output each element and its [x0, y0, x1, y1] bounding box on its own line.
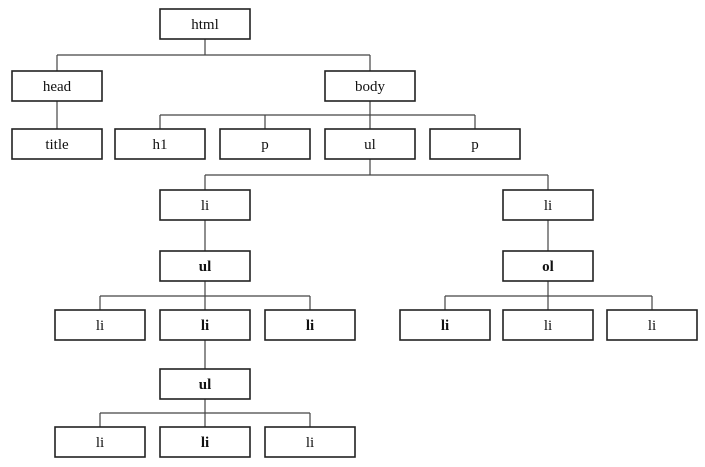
node-li-d1: li [399, 309, 491, 341]
node-box [159, 8, 251, 40]
node-ul3: ul [159, 368, 251, 400]
node-box [159, 368, 251, 400]
node-box [606, 309, 698, 341]
node-box [159, 426, 251, 458]
node-li-e2: li [159, 426, 251, 458]
node-box [264, 426, 356, 458]
node-label: li [201, 435, 209, 451]
node-label: li [201, 318, 209, 334]
node-li-c2: li [159, 309, 251, 341]
node-label: h1 [153, 137, 168, 153]
node-box [264, 309, 356, 341]
tree-edges [56, 39, 653, 427]
node-label: li [441, 318, 449, 334]
node-label: li [96, 435, 104, 451]
node-box [324, 70, 416, 102]
node-box [324, 128, 416, 160]
node-box [11, 70, 103, 102]
node-box [502, 250, 594, 282]
node-label: li [648, 318, 656, 334]
node-label: p [471, 137, 479, 153]
node-label: li [544, 198, 552, 214]
node-li-e3: li [264, 426, 356, 458]
node-label: html [191, 17, 219, 33]
node-ul2: ul [159, 250, 251, 282]
node-label: li [96, 318, 104, 334]
node-label: li [544, 318, 552, 334]
node-p2: p [429, 128, 521, 160]
node-li-e1: li [54, 426, 146, 458]
node-label: head [43, 79, 72, 95]
node-label: body [355, 79, 386, 95]
node-box [219, 128, 311, 160]
node-li-d3: li [606, 309, 698, 341]
node-box [159, 250, 251, 282]
node-box [502, 309, 594, 341]
node-label: p [261, 137, 269, 153]
node-li-b: li [502, 189, 594, 221]
node-li-a: li [159, 189, 251, 221]
node-html: html [159, 8, 251, 40]
node-label: li [201, 198, 209, 214]
node-box [114, 128, 206, 160]
node-box [399, 309, 491, 341]
node-p1: p [219, 128, 311, 160]
node-box [54, 426, 146, 458]
node-title: title [11, 128, 103, 160]
node-label: li [306, 435, 314, 451]
node-box [11, 128, 103, 160]
node-li-c3: li [264, 309, 356, 341]
node-box [159, 189, 251, 221]
node-label: ol [542, 259, 554, 275]
node-box [502, 189, 594, 221]
node-li-c1: li [54, 309, 146, 341]
node-label: ul [199, 259, 212, 275]
node-label: ul [199, 377, 212, 393]
node-box [429, 128, 521, 160]
node-head: head [11, 70, 103, 102]
node-label: ul [364, 137, 376, 153]
node-label: li [306, 318, 314, 334]
node-h1: h1 [114, 128, 206, 160]
tree-nodes: html head body title h1 p ul p li li ul ol li li li li l… [11, 8, 698, 458]
node-box [159, 309, 251, 341]
node-body: body [324, 70, 416, 102]
node-ol1: ol [502, 250, 594, 282]
node-ul1: ul [324, 128, 416, 160]
node-label: title [45, 137, 69, 153]
node-box [54, 309, 146, 341]
node-li-d2: li [502, 309, 594, 341]
